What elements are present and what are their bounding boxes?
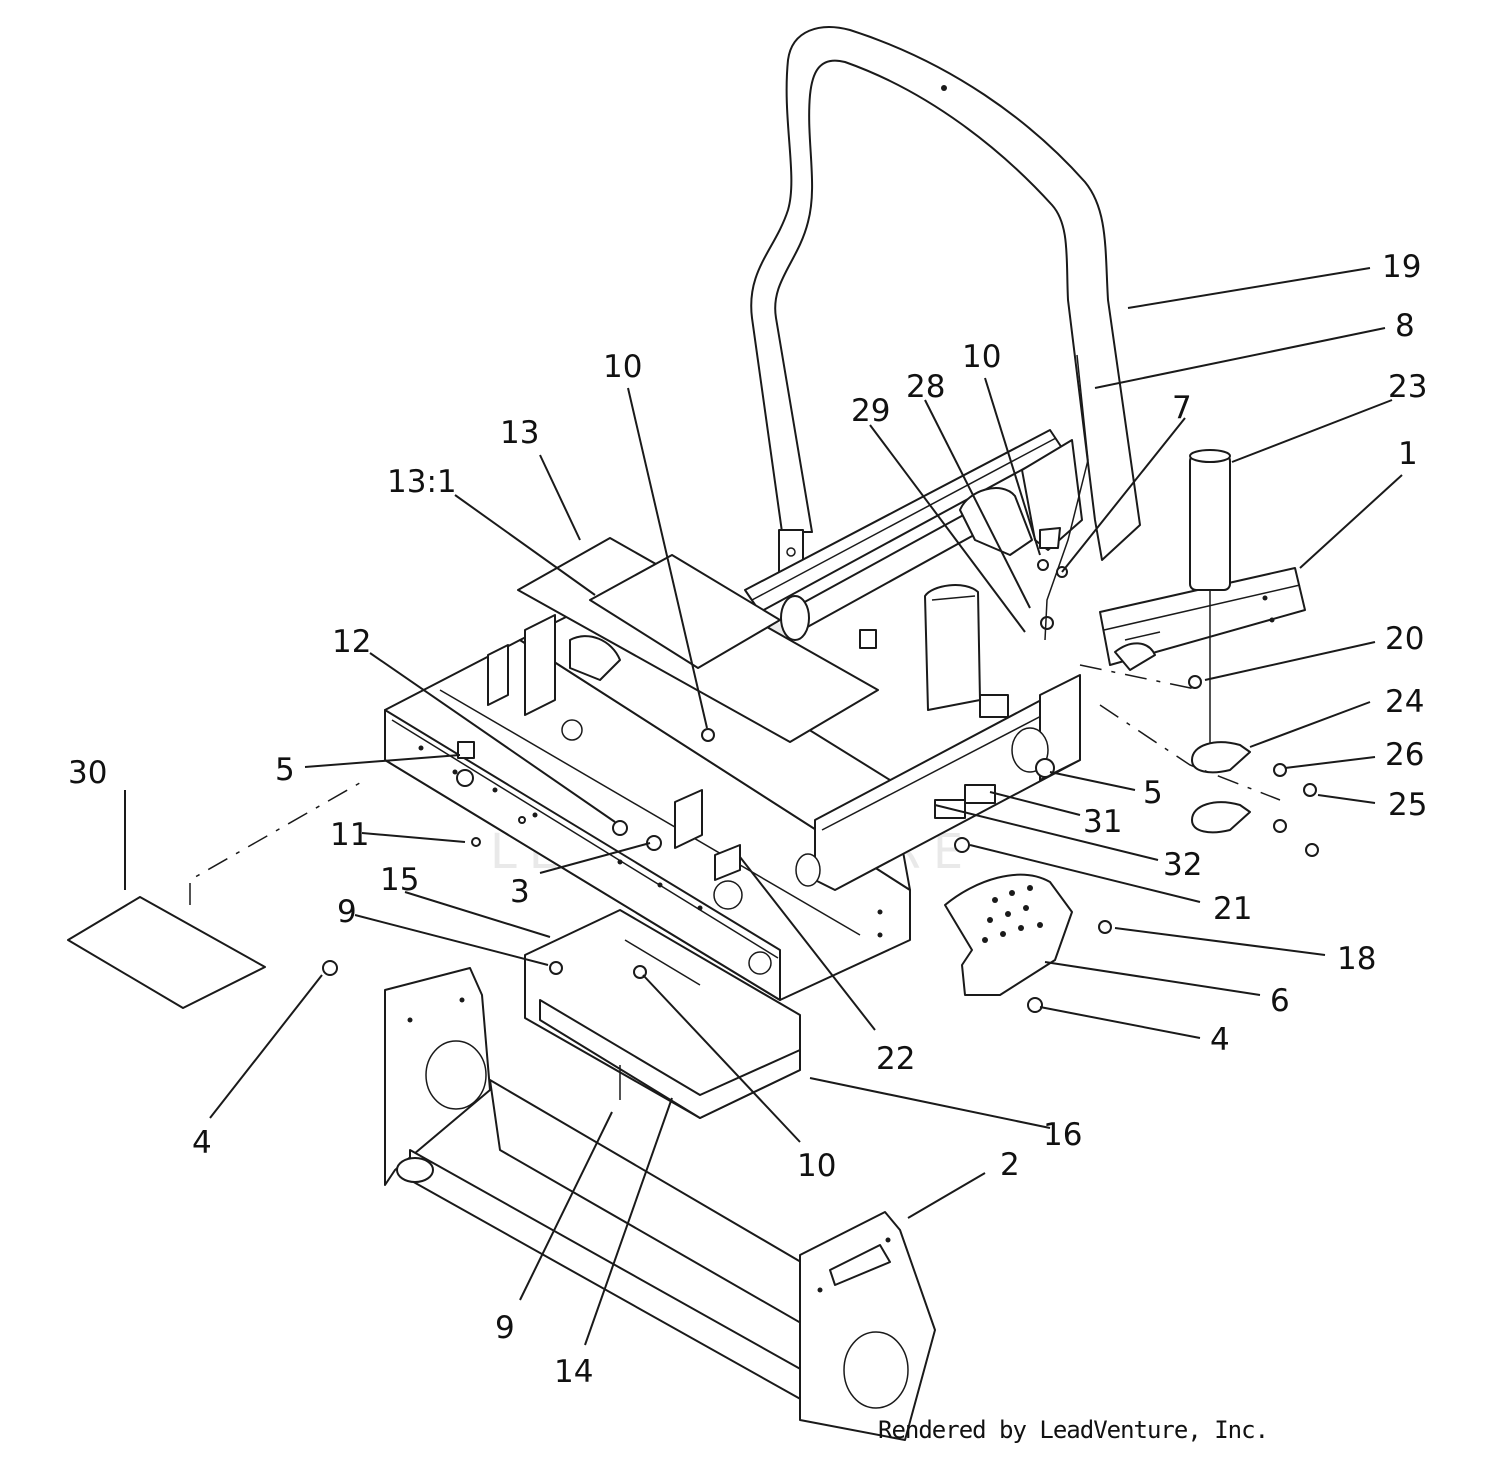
callout-13-1: 13:1 (387, 464, 457, 500)
callout-29: 29 (851, 393, 890, 429)
hardware (322, 354, 1112, 1013)
callout-4-left: 4 (192, 1125, 212, 1161)
side-arm-rail (1099, 567, 1306, 671)
render-credit: Rendered by LeadVenture, Inc. (878, 1416, 1269, 1444)
callout-14: 14 (554, 1354, 593, 1390)
callout-6: 6 (1270, 983, 1290, 1019)
callout-9-upper: 9 (337, 894, 357, 930)
battery-tray (524, 909, 801, 1119)
right-frame-rail (795, 674, 1081, 891)
callout-20: 20 (1385, 621, 1424, 657)
front-axle-frame (384, 967, 936, 1441)
rops-roll-bar (750, 26, 1141, 575)
lever-handle (1188, 449, 1319, 857)
callout-28: 28 (906, 369, 945, 405)
callout-9-lower: 9 (495, 1310, 515, 1346)
callout-25: 25 (1388, 787, 1427, 823)
callout-10-top-left: 10 (603, 349, 642, 385)
callout-11: 11 (330, 817, 369, 853)
callout-18: 18 (1337, 941, 1376, 977)
callout-12: 12 (332, 624, 371, 660)
callout-2: 2 (1000, 1147, 1020, 1183)
callout-7: 7 (1172, 390, 1192, 426)
decal-30 (67, 896, 266, 1009)
callout-labels: 19 8 10 23 28 29 7 10 13 1 13:1 20 12 24… (68, 249, 1427, 1390)
callout-30: 30 (68, 755, 107, 791)
callout-32: 32 (1163, 847, 1202, 883)
callout-4-right: 4 (1210, 1022, 1230, 1058)
callout-1: 1 (1398, 436, 1418, 472)
callout-21: 21 (1213, 891, 1252, 927)
main-frame (384, 599, 911, 1001)
foot-plate (944, 873, 1073, 996)
callout-19: 19 (1382, 249, 1421, 285)
callout-10-top-right: 10 (962, 339, 1001, 375)
callout-13: 13 (500, 415, 539, 451)
callout-16: 16 (1043, 1117, 1082, 1153)
callout-15: 15 (380, 862, 419, 898)
assembly-lines (189, 664, 1281, 905)
callout-31: 31 (1083, 804, 1122, 840)
callout-8: 8 (1395, 308, 1415, 344)
callout-22: 22 (876, 1041, 915, 1077)
callout-5-right: 5 (1143, 775, 1163, 811)
callout-26: 26 (1385, 737, 1424, 773)
callout-3: 3 (510, 874, 530, 910)
callout-10-bottom: 10 (797, 1148, 836, 1184)
leader-lines (124, 267, 1403, 1346)
callout-24: 24 (1385, 684, 1424, 720)
callout-5-left: 5 (275, 752, 295, 788)
callout-23: 23 (1388, 369, 1427, 405)
